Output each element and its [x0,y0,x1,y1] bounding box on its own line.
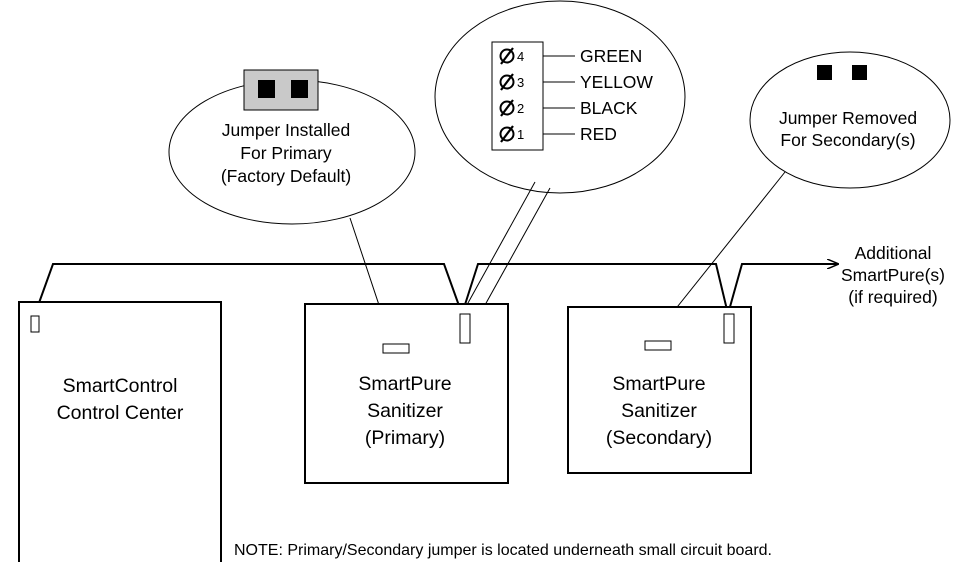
terminal-wire-color: BLACK [580,98,638,118]
terminal-wire-color: RED [580,124,617,144]
callout-jumper-installed: Jumper Installed For Primary (Factory De… [168,69,416,225]
additional-smartpure-label: Additional SmartPure(s) (if required) [841,243,945,307]
callout-terminal-block: 4 GREEN 3 YELLOW 2 BLACK 1 RED [434,0,686,194]
additional-line1: Additional [855,243,932,263]
jumper-removed-line2: For Secondary(s) [780,130,915,150]
terminal-screw-slot-icon [500,99,514,117]
terminal-wire-color: GREEN [580,46,642,66]
terminal-screw-slot-icon [500,125,514,143]
terminal-number: 1 [517,127,524,142]
primary-label-line2: Sanitizer [367,400,443,422]
secondary-label-line1: SmartPure [612,373,705,395]
secondary-jumper [644,340,672,351]
additional-line3: (if required) [848,287,937,307]
terminal-block [491,41,544,151]
terminal-screw-slot-icon [500,47,514,65]
terminal-row: 3 YELLOW [499,72,653,92]
secondary-label-line3: (Secondary) [606,427,712,449]
jumper-installed-line1: Jumper Installed [222,120,350,140]
primary-connector [459,313,471,344]
terminal-screw-slot-icon [500,73,514,91]
jumper-pin-right [291,80,308,98]
control-center-connector [30,315,40,333]
primary-label-line3: (Primary) [365,427,445,449]
terminal-number: 2 [517,101,524,116]
terminal-row: 1 RED [499,124,617,144]
control-center-label-line1: SmartControl [63,375,178,397]
callout-jumper-removed: Jumper Removed For Secondary(s) [749,51,951,189]
leader-terminal-block-1 [462,181,536,313]
secondary-sanitizer-box: SmartPure Sanitizer (Secondary) [567,306,752,474]
secondary-connector [723,313,735,344]
removed-pin-left [817,65,832,80]
control-center-box: SmartControl Control Center [18,301,222,562]
removed-pin-right [852,65,867,80]
wire-secondary-to-additional [727,264,838,315]
wire-primary-to-secondary [461,263,729,315]
terminal-row: 2 BLACK [499,98,638,118]
note-text: NOTE: Primary/Secondary jumper is locate… [234,542,772,559]
terminal-row: 4 GREEN [499,46,642,66]
primary-jumper [382,343,410,354]
jumper-installed-line3: (Factory Default) [221,166,351,186]
wire-control-to-primary [34,263,463,315]
additional-line2: SmartPure(s) [841,265,945,285]
jumper-removed-line1: Jumper Removed [779,108,917,128]
secondary-label-line2: Sanitizer [621,400,697,422]
terminal-wire-color: YELLOW [580,72,653,92]
jumper-pin-left [258,80,275,98]
terminal-number: 4 [517,49,524,64]
primary-sanitizer-box: SmartPure Sanitizer (Primary) [304,303,509,484]
jumper-installed-line2: For Primary [240,143,332,163]
primary-label-line1: SmartPure [358,373,451,395]
control-center-label-line2: Control Center [57,402,184,424]
terminal-number: 3 [517,75,524,90]
